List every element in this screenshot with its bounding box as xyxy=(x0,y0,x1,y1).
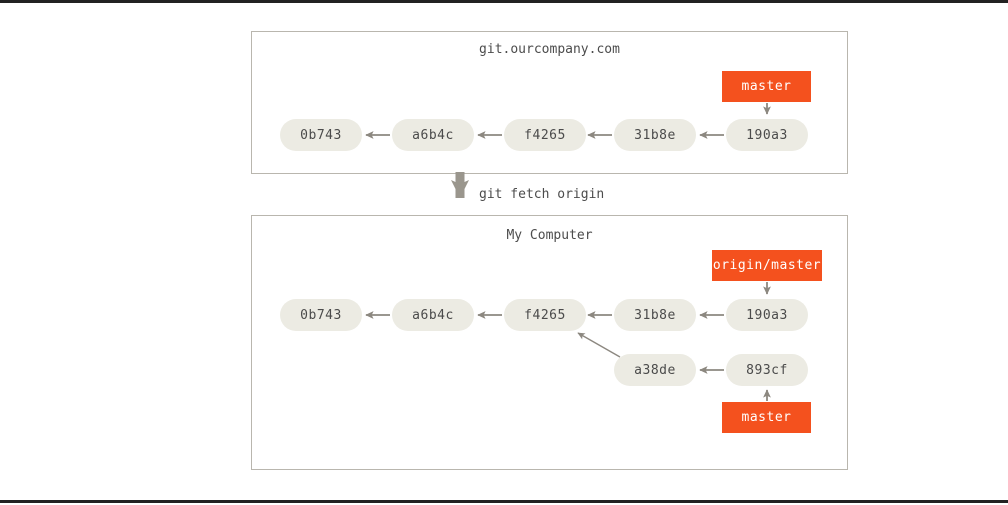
branch-label-master-remote: master xyxy=(722,71,811,102)
commit-node-893cf-local: 893cf xyxy=(726,354,808,386)
commit-node-f4265-remote: f4265 xyxy=(504,119,586,151)
transition-command-caption: git fetch origin xyxy=(479,187,605,202)
panel-local-title: My Computer xyxy=(506,228,593,243)
commit-node-a38de-local: a38de xyxy=(614,354,696,386)
commit-node-a6b4c-remote: a6b4c xyxy=(392,119,474,151)
commit-node-31b8e-remote: 31b8e xyxy=(614,119,696,151)
panel-remote-title: git.ourcompany.com xyxy=(479,42,620,57)
branch-label-master-local: master xyxy=(722,402,811,433)
commit-node-31b8e-local: 31b8e xyxy=(614,299,696,331)
top-divider-rule xyxy=(0,0,1008,3)
branch-label-origin-master-local: origin/master xyxy=(712,250,822,281)
bottom-divider-rule xyxy=(0,500,1008,503)
commit-node-0b743-local: 0b743 xyxy=(280,299,362,331)
commit-node-190a3-remote: 190a3 xyxy=(726,119,808,151)
panel-remote-server: git.ourcompany.com xyxy=(251,31,848,174)
commit-node-a6b4c-local: a6b4c xyxy=(392,299,474,331)
commit-node-190a3-local: 190a3 xyxy=(726,299,808,331)
commit-node-0b743-remote: 0b743 xyxy=(280,119,362,151)
commit-node-f4265-local: f4265 xyxy=(504,299,586,331)
